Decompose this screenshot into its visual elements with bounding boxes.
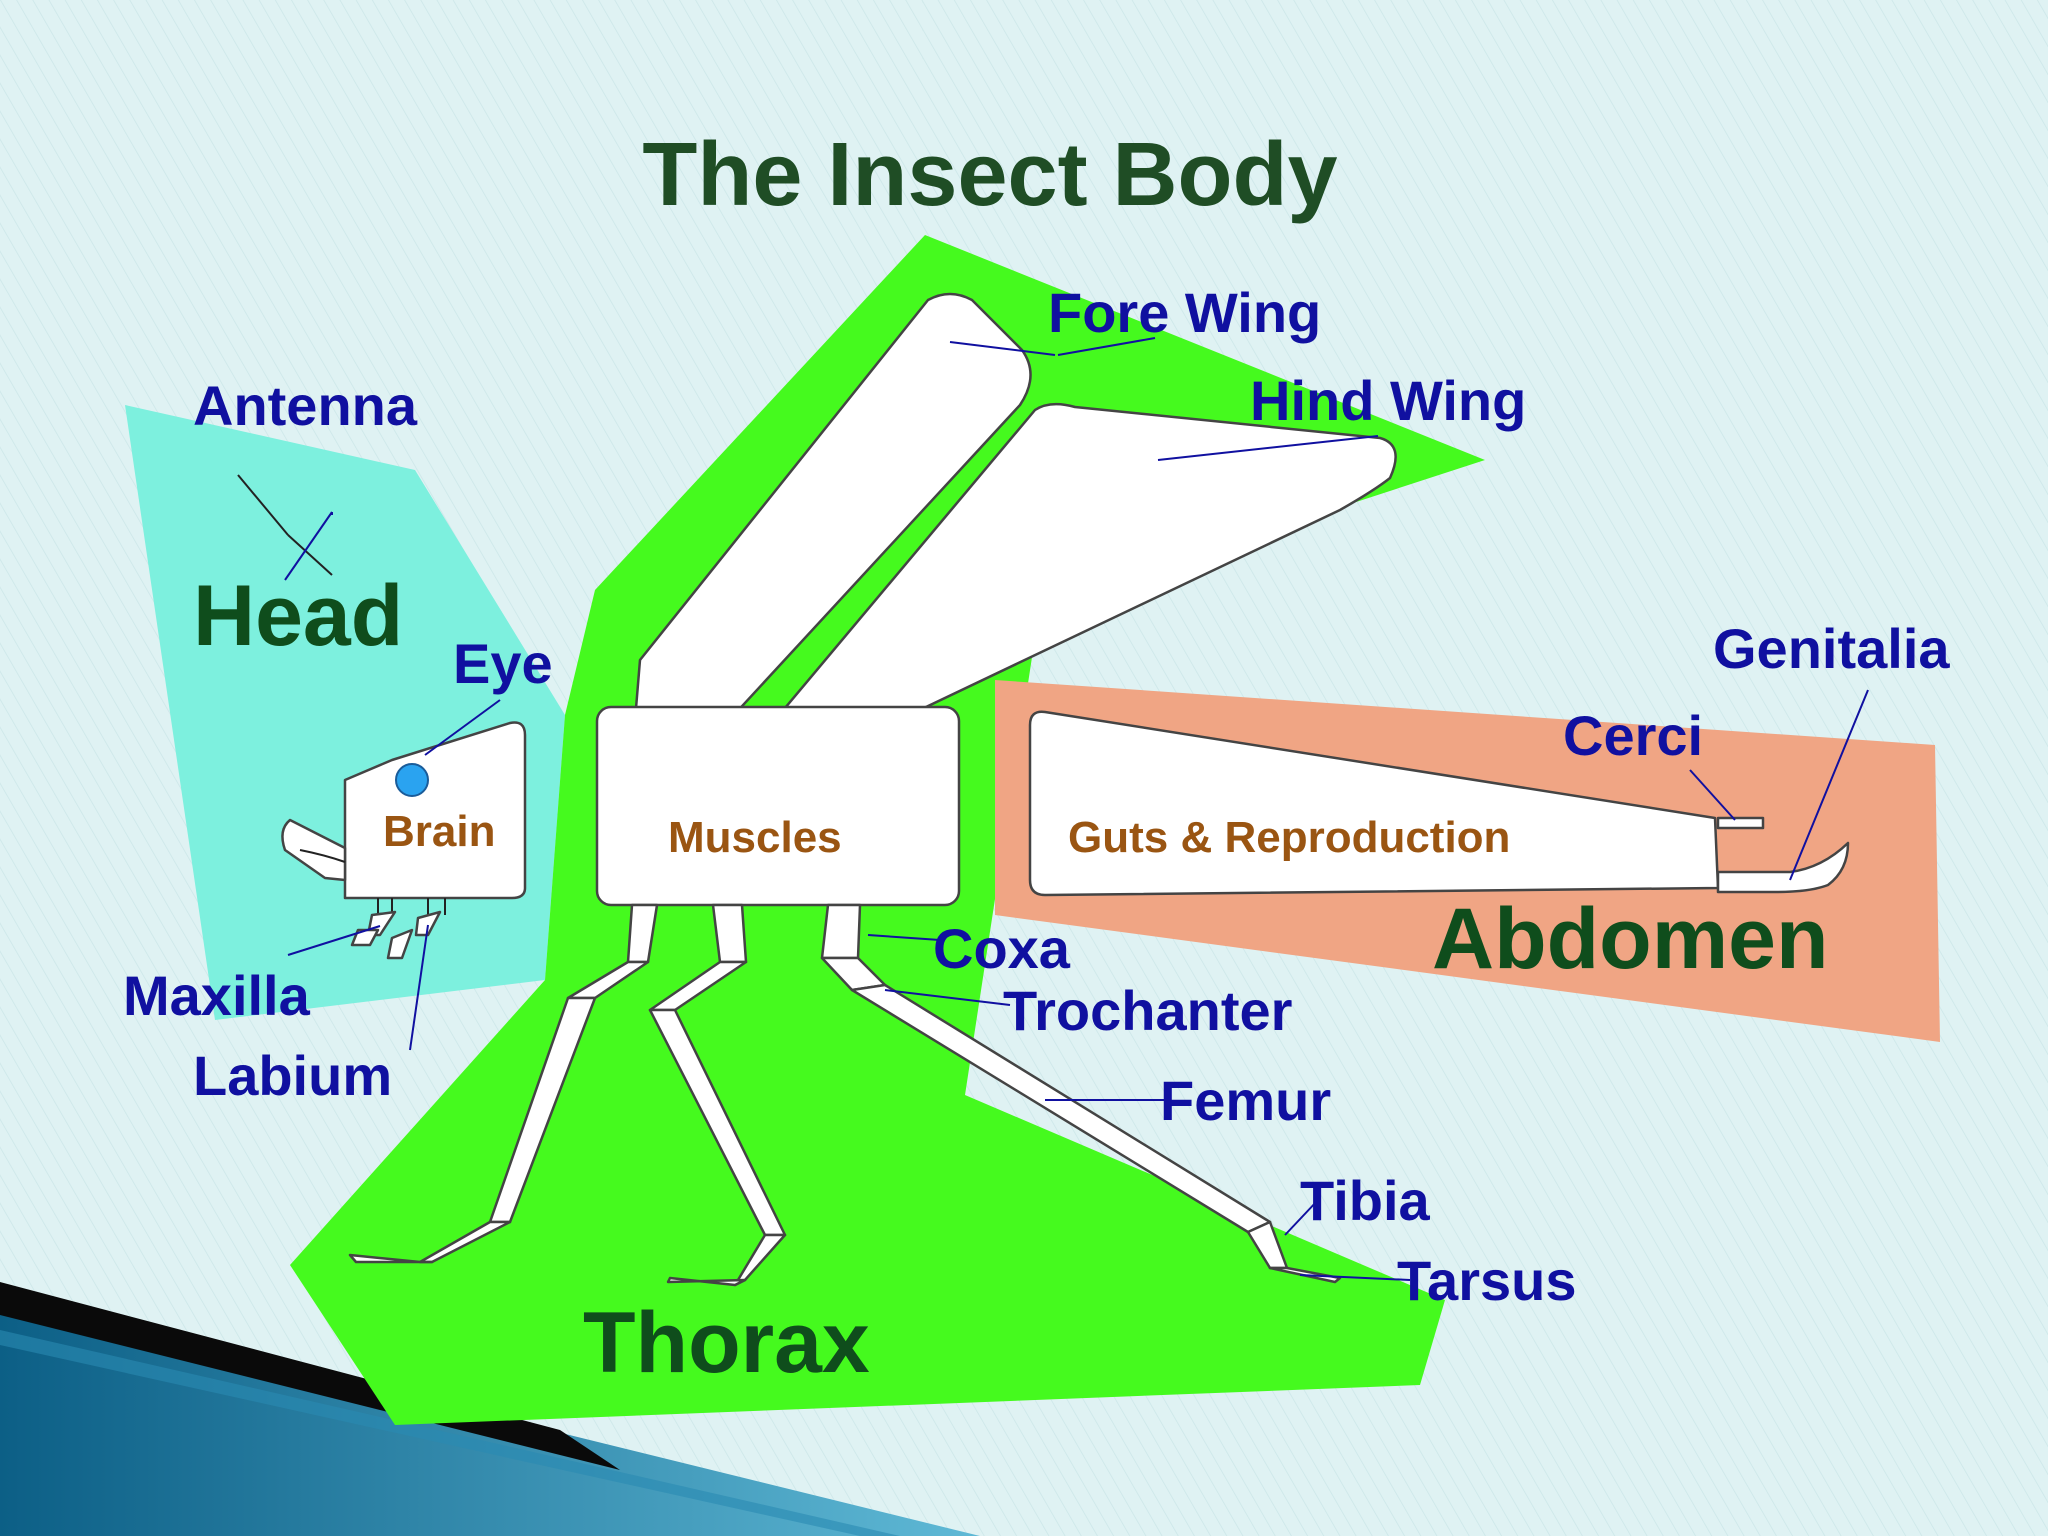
antenna-shaft bbox=[237, 474, 289, 536]
maxilla-label: Maxilla bbox=[123, 964, 311, 1027]
thorax-label: Thorax bbox=[583, 1295, 870, 1391]
leader-lines bbox=[284, 337, 1869, 1281]
leg-front bbox=[348, 903, 659, 1264]
antenna-label: Antenna bbox=[193, 374, 418, 437]
antenna-shaft-lower bbox=[287, 534, 333, 576]
genitalia-label: Genitalia bbox=[1713, 617, 1950, 680]
cerci-label: Cerci bbox=[1563, 704, 1703, 767]
muscles-label: Muscles bbox=[668, 813, 842, 862]
head-capsule bbox=[343, 721, 527, 900]
leg-middle bbox=[648, 903, 787, 1287]
mandible-notch bbox=[299, 849, 346, 863]
abdomen-body bbox=[1028, 710, 1720, 897]
thorax-box bbox=[595, 705, 961, 907]
tibia-label: Tibia bbox=[1300, 1169, 1431, 1232]
hind-wing-label: Hind Wing bbox=[1250, 369, 1526, 432]
diagram-title: The Insect Body bbox=[642, 125, 1337, 225]
fore-wing-label: Fore Wing bbox=[1048, 281, 1321, 344]
coxa-label: Coxa bbox=[933, 917, 1071, 980]
guts-reproduction-label: Guts & Reproduction bbox=[1068, 813, 1510, 862]
tarsus-label: Tarsus bbox=[1397, 1249, 1576, 1312]
labium-part bbox=[386, 898, 446, 960]
cerci-tip bbox=[1716, 816, 1765, 830]
eye-label: Eye bbox=[453, 632, 553, 695]
labium-label: Labium bbox=[193, 1044, 392, 1107]
genitalia-tip bbox=[1716, 841, 1850, 894]
femur-label: Femur bbox=[1160, 1069, 1331, 1132]
abdomen-label: Abdomen bbox=[1432, 891, 1829, 987]
maxilla-part bbox=[350, 898, 397, 947]
trochanter-label: Trochanter bbox=[1003, 979, 1292, 1042]
mandible bbox=[281, 818, 347, 882]
brain-label: Brain bbox=[383, 807, 495, 856]
eye-spot bbox=[395, 763, 429, 797]
leg-hind bbox=[820, 903, 1342, 1284]
head-label: Head bbox=[193, 568, 403, 664]
